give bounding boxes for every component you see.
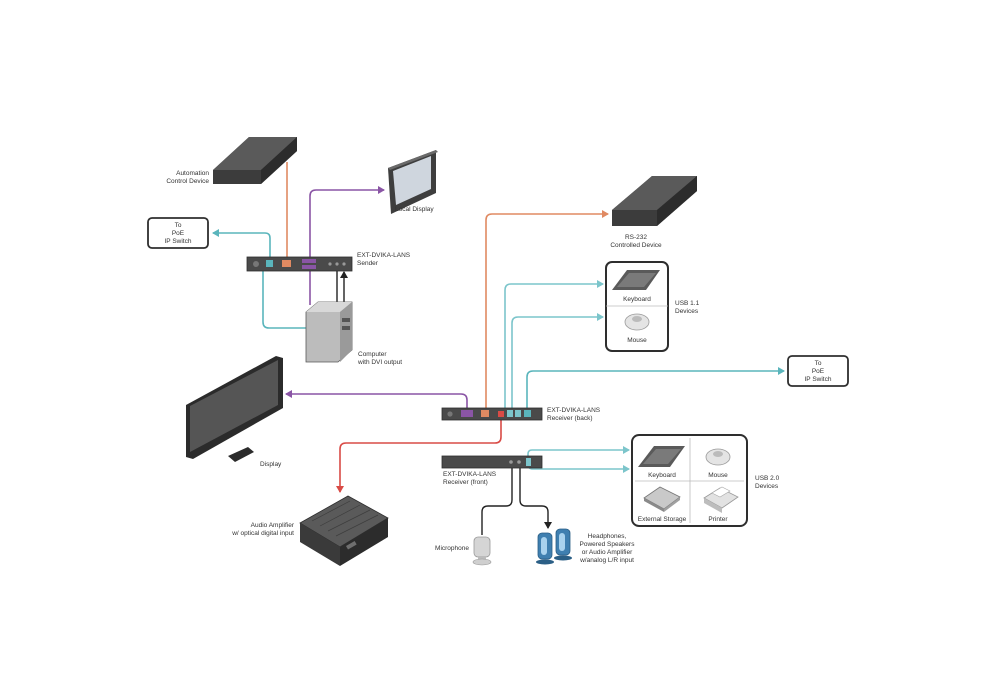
automation-control-device-icon [213, 137, 297, 184]
cable-sender-local-display [309, 186, 385, 258]
usb20-storage-label: External Storage [637, 516, 687, 523]
cable-receiver-rs232 [485, 210, 609, 409]
usb20-keyboard-label: Keyboard [648, 472, 676, 479]
microphone-icon [472, 536, 492, 566]
display-icon [186, 356, 283, 462]
cable-usb20-bottom [527, 463, 630, 473]
sender-unit-icon [246, 256, 353, 272]
printer-icon [703, 486, 739, 513]
local-display-icon [388, 150, 438, 214]
receiver-back-unit-icon [441, 407, 543, 421]
receiver-front-unit-icon [441, 455, 543, 469]
usb20-devices-box [631, 434, 748, 527]
cable-receiver-display [285, 390, 468, 409]
poe-switch-left-box [147, 217, 209, 249]
rs232-device-icon [612, 176, 697, 226]
local-display-label: Local Display [395, 206, 434, 213]
cable-sender-poe [212, 229, 271, 258]
cable-headphones [519, 466, 552, 529]
cable-receiver-amplifier [336, 419, 502, 493]
usb11-keyboard-label: Keyboard [623, 296, 651, 303]
usb11-mouse-label: Mouse [627, 337, 647, 344]
cable-microphone [481, 466, 513, 535]
display-label: Display [260, 461, 282, 468]
external-storage-icon [643, 486, 681, 512]
cable-usb11-mouse [511, 313, 604, 409]
cable-usb11-keyboard [504, 280, 604, 409]
usb20-printer-label: Printer [708, 516, 728, 523]
computer-tower-icon [305, 301, 353, 363]
cable-usb20-top [527, 446, 630, 460]
cable-receiver-poe [526, 367, 785, 409]
headphones-icon [536, 528, 572, 565]
cable-sender-computer-usb [262, 270, 306, 329]
usb20-keyboard-icon [638, 446, 685, 467]
mouse-icon [624, 313, 650, 331]
usb20-mouse-icon [705, 448, 731, 466]
keyboard-icon [612, 270, 660, 290]
microphone-label: Microphone [435, 545, 469, 552]
audio-amplifier-icon [299, 495, 389, 566]
poe-switch-right-box [787, 355, 849, 387]
usb20-mouse-label: Mouse [708, 472, 728, 479]
